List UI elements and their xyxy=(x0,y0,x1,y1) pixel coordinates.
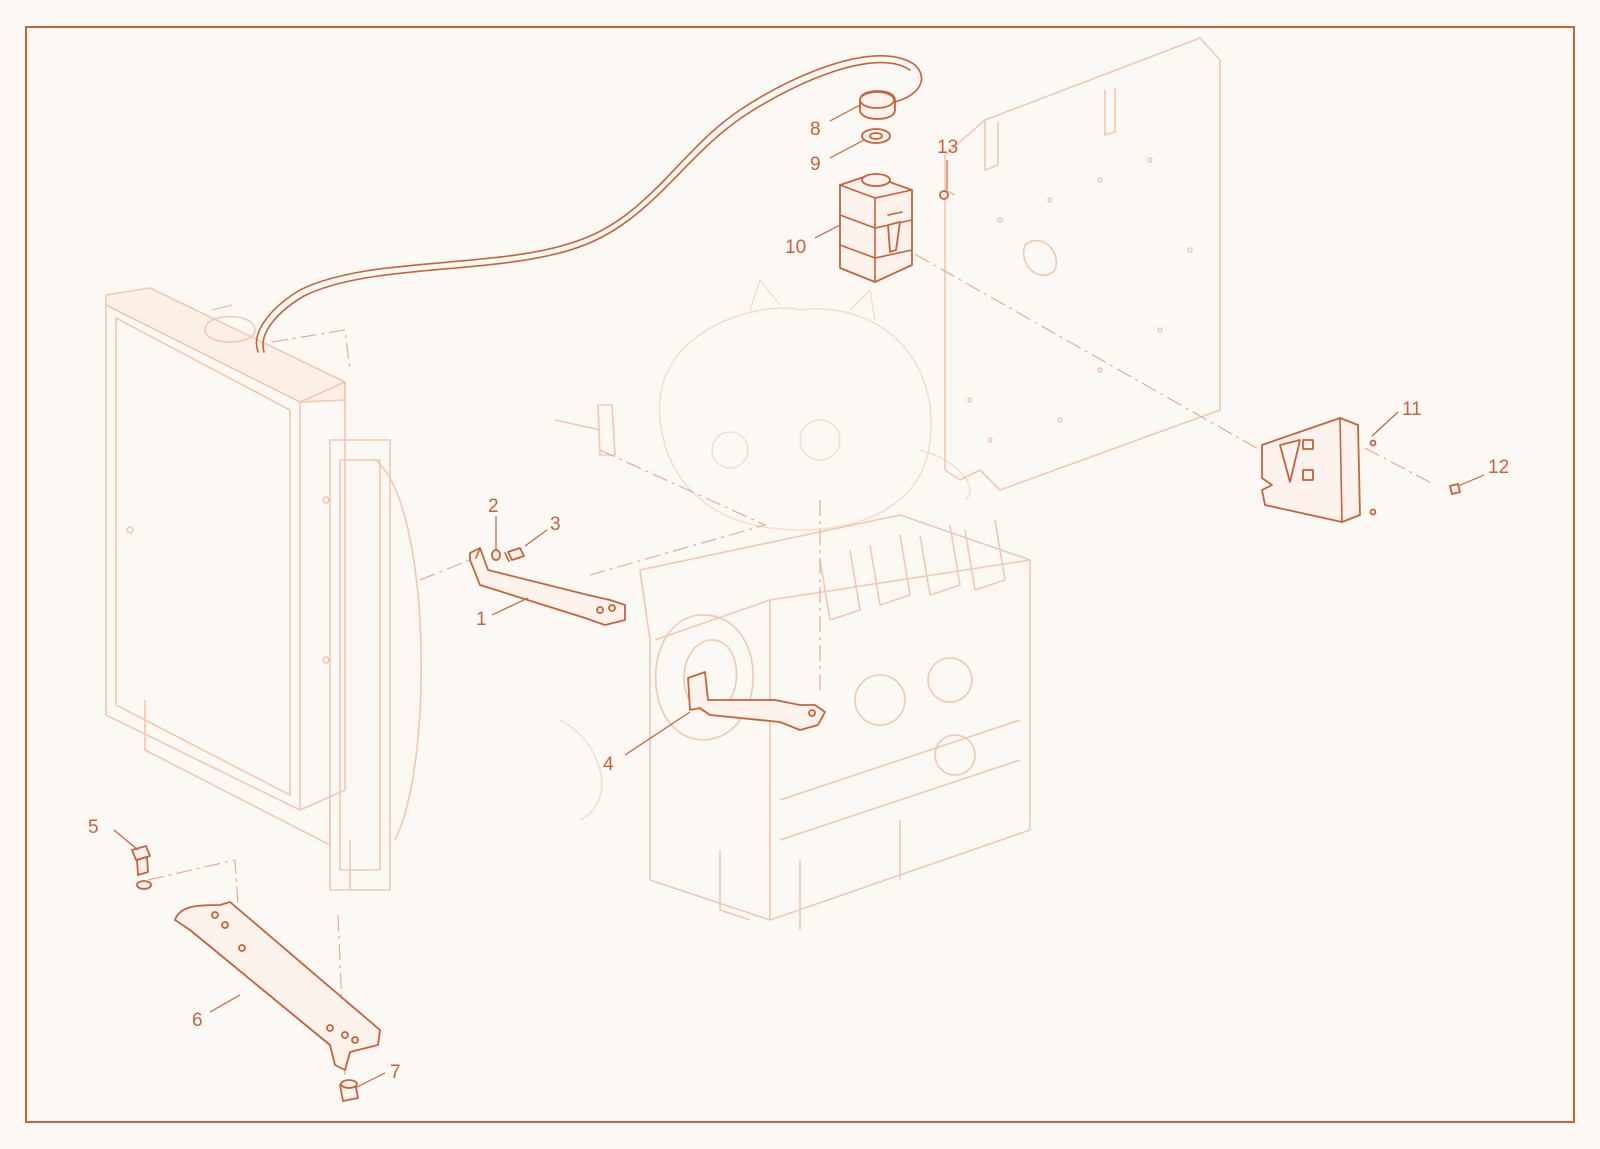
stay-rod-washer xyxy=(491,549,501,561)
mounting-bolt xyxy=(131,845,152,890)
callout-1: 1 xyxy=(476,609,487,630)
callout-11: 11 xyxy=(1402,399,1422,420)
watermark-graphic xyxy=(559,279,971,821)
callout-7: 7 xyxy=(390,1062,401,1083)
overflow-hose xyxy=(255,55,923,353)
callout-2: 2 xyxy=(488,496,499,517)
radiator-support-bracket xyxy=(174,901,381,1071)
reservoir-bracket xyxy=(1261,417,1377,523)
callout-4: 4 xyxy=(603,754,614,775)
callout-5: 5 xyxy=(88,817,99,838)
coolant-reservoir xyxy=(839,173,913,283)
cap-seal-washer xyxy=(861,128,891,144)
callout-10: 10 xyxy=(785,237,806,258)
mounting-plate-ghost xyxy=(944,37,1221,491)
reservoir-cap xyxy=(859,90,896,120)
callout-6: 6 xyxy=(192,1010,203,1031)
reservoir-nut xyxy=(939,190,949,200)
bracket-screw xyxy=(1449,483,1461,495)
callout-labels: 1 2 3 4 5 6 7 8 9 10 13 11 12 xyxy=(88,119,1509,1083)
overflow-hose-inner xyxy=(262,61,911,353)
callout-3: 3 xyxy=(550,514,561,535)
callout-leaders xyxy=(113,104,1485,1089)
frame-border xyxy=(25,26,1575,1123)
radiator-stay-rod xyxy=(469,547,626,626)
support-bracket-nut xyxy=(339,1079,359,1102)
alignment-lines xyxy=(147,189,1436,1076)
radiator-ghost xyxy=(105,287,423,891)
engine-side-stay xyxy=(687,671,826,731)
callout-13: 13 xyxy=(937,137,958,158)
callout-12: 12 xyxy=(1488,457,1509,478)
stay-rod-bolt xyxy=(504,547,525,562)
engine-block-ghost xyxy=(554,404,1031,930)
callout-9: 9 xyxy=(810,154,821,175)
callout-8: 8 xyxy=(810,119,821,140)
